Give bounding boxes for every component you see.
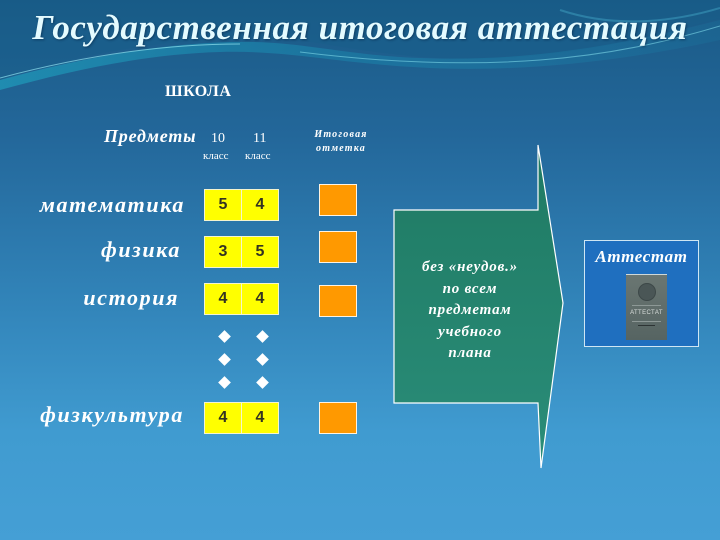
- grade11-cell: 4: [241, 402, 279, 434]
- arrow-text: без «неудов.» по всем предметам учебного…: [400, 257, 540, 365]
- certificate-book-image: АТТЕСТАТ: [626, 274, 667, 340]
- final-mark-header-line1: Итоговая: [314, 129, 368, 140]
- final-mark-header: Итоговая отметка: [313, 128, 369, 156]
- final-mark-header-line2: отметка: [316, 143, 366, 154]
- subject-label: история: [83, 285, 179, 310]
- grade11-cell: 4: [241, 283, 279, 315]
- arrow-text-line: по всем: [442, 280, 498, 297]
- grade10-cell: 4: [204, 402, 242, 434]
- diamond-bullet-icon: [218, 376, 231, 389]
- final-mark-cell: [319, 285, 357, 317]
- final-mark-cell: [319, 231, 357, 263]
- coat-of-arms-icon: [638, 283, 656, 301]
- subjects-header: Предметы: [104, 126, 197, 146]
- diamond-bullet-icon: [218, 353, 231, 366]
- slide-title: Государственная итоговая аттестация: [32, 8, 688, 47]
- book-title: АТТЕСТАТ: [630, 310, 663, 316]
- arrow-text-line: плана: [448, 345, 492, 361]
- certificate-label: Аттестат: [595, 247, 688, 266]
- arrow-text-line: предметам: [428, 302, 512, 318]
- certificate-box: Аттестат АТТЕСТАТ: [584, 240, 699, 347]
- background-swoosh: [0, 0, 720, 90]
- school-label: ШКОЛА: [165, 83, 232, 100]
- grade10-cell: 3: [204, 236, 242, 268]
- book-line: [632, 305, 661, 306]
- diamond-bullet-icon: [256, 376, 269, 389]
- final-mark-cell: [319, 184, 357, 216]
- diamond-bullet-icon: [218, 330, 231, 343]
- subject-label: физкультура: [40, 402, 184, 427]
- grade10-label: класс: [203, 150, 229, 162]
- grade11-label: класс: [245, 150, 271, 162]
- grade11-cell: 4: [241, 189, 279, 221]
- book-line: [638, 325, 655, 326]
- grade11-number: 11: [253, 131, 267, 146]
- grade10-cell: 4: [204, 283, 242, 315]
- grade11-cell: 5: [241, 236, 279, 268]
- arrow-text-line: учебного: [438, 323, 502, 340]
- final-mark-cell: [319, 402, 357, 434]
- arrow-text-line: без «неудов.»: [422, 259, 518, 275]
- grade10-cell: 5: [204, 189, 242, 221]
- book-line: [632, 321, 661, 322]
- subject-label: физика: [100, 237, 181, 262]
- grade10-number: 10: [211, 131, 225, 146]
- diamond-bullet-icon: [256, 353, 269, 366]
- subject-label: математика: [39, 192, 185, 217]
- diamond-bullet-icon: [256, 330, 269, 343]
